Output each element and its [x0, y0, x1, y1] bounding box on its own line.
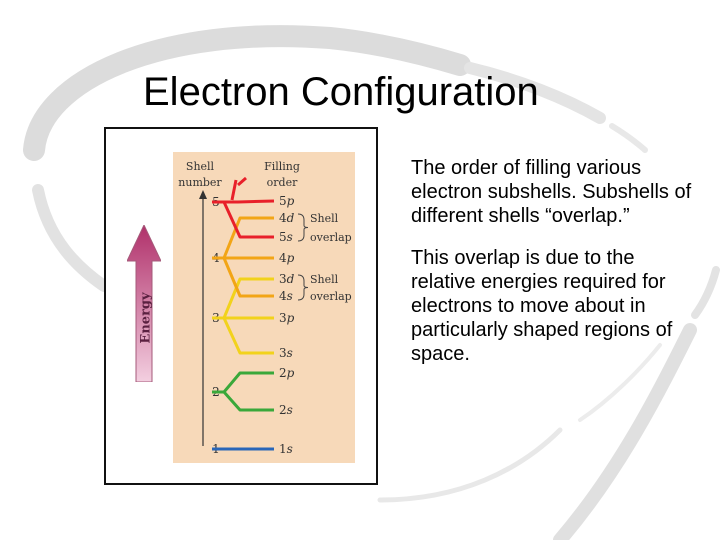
- subshell-letter: p: [287, 366, 295, 380]
- subshell-label-4s: 4s: [279, 289, 293, 303]
- subshell-label-5p: 5p: [279, 194, 295, 208]
- shell-5-stem-b: [237, 176, 247, 187]
- filling-order-header-line1: Filling: [264, 160, 300, 173]
- subshell-label-1s: 1s: [279, 442, 293, 456]
- overlap-brace-2: [297, 274, 309, 301]
- subshell-letter: p: [287, 251, 295, 265]
- subshell-label-4p: 4p: [279, 251, 295, 265]
- subshell-line-5p: [224, 199, 275, 204]
- subshell-label-2s: 2s: [279, 403, 293, 417]
- subshell-letter: p: [287, 311, 295, 325]
- subshell-line-3d: [222, 277, 274, 319]
- subshell-label-3p: 3p: [279, 311, 295, 325]
- subshell-letter: p: [287, 194, 295, 208]
- subshell-line-5s: [222, 201, 274, 239]
- filling-order-header-line2: order: [267, 176, 298, 189]
- subshell-label-4d: 4d: [279, 211, 295, 225]
- subshell-line-4d: [222, 216, 274, 259]
- bullet-list: The order of filling various electron su…: [411, 156, 701, 384]
- subshell-letter: s: [287, 442, 293, 456]
- subshell-letter: s: [287, 289, 293, 303]
- subshell-letter: s: [287, 346, 293, 360]
- energy-arrow: [127, 225, 161, 382]
- overlap-annotation-1-line2: overlap: [310, 231, 352, 244]
- slide-title: Electron Configuration: [143, 70, 539, 114]
- overlap-annotation-2-line1: Shell: [310, 273, 339, 286]
- overlap-annotation-1-line1: Shell: [310, 212, 339, 225]
- subshell-letter: d: [287, 211, 295, 225]
- subshell-label-3d: 3d: [279, 272, 295, 286]
- shell-5-stem-a: [230, 179, 238, 201]
- subshell-letter: s: [287, 403, 293, 417]
- subshell-label-5s: 5s: [279, 230, 293, 244]
- subshell-letter: d: [287, 272, 295, 286]
- subshell-line-2s: [222, 391, 274, 412]
- overlap-brace-1: [297, 213, 309, 242]
- bullet-filling-order: The order of filling various electron su…: [411, 157, 692, 227]
- subshell-line-2p: [222, 371, 274, 393]
- subshell-line-4s: [222, 257, 274, 298]
- subshell-label-3s: 3s: [279, 346, 293, 360]
- subshell-label-2p: 2p: [279, 366, 295, 380]
- shell-number-header-line1: Shell: [186, 160, 215, 173]
- overlap-annotation-2-line2: overlap: [310, 290, 352, 303]
- subshell-letter: s: [287, 230, 293, 244]
- subshell-line-3s: [222, 317, 274, 355]
- shell-axis-arrowhead: [199, 190, 207, 199]
- shell-number-header-line2: number: [178, 176, 222, 189]
- bullet-overlap-reason: This overlap is due to the relative ener…: [411, 247, 673, 365]
